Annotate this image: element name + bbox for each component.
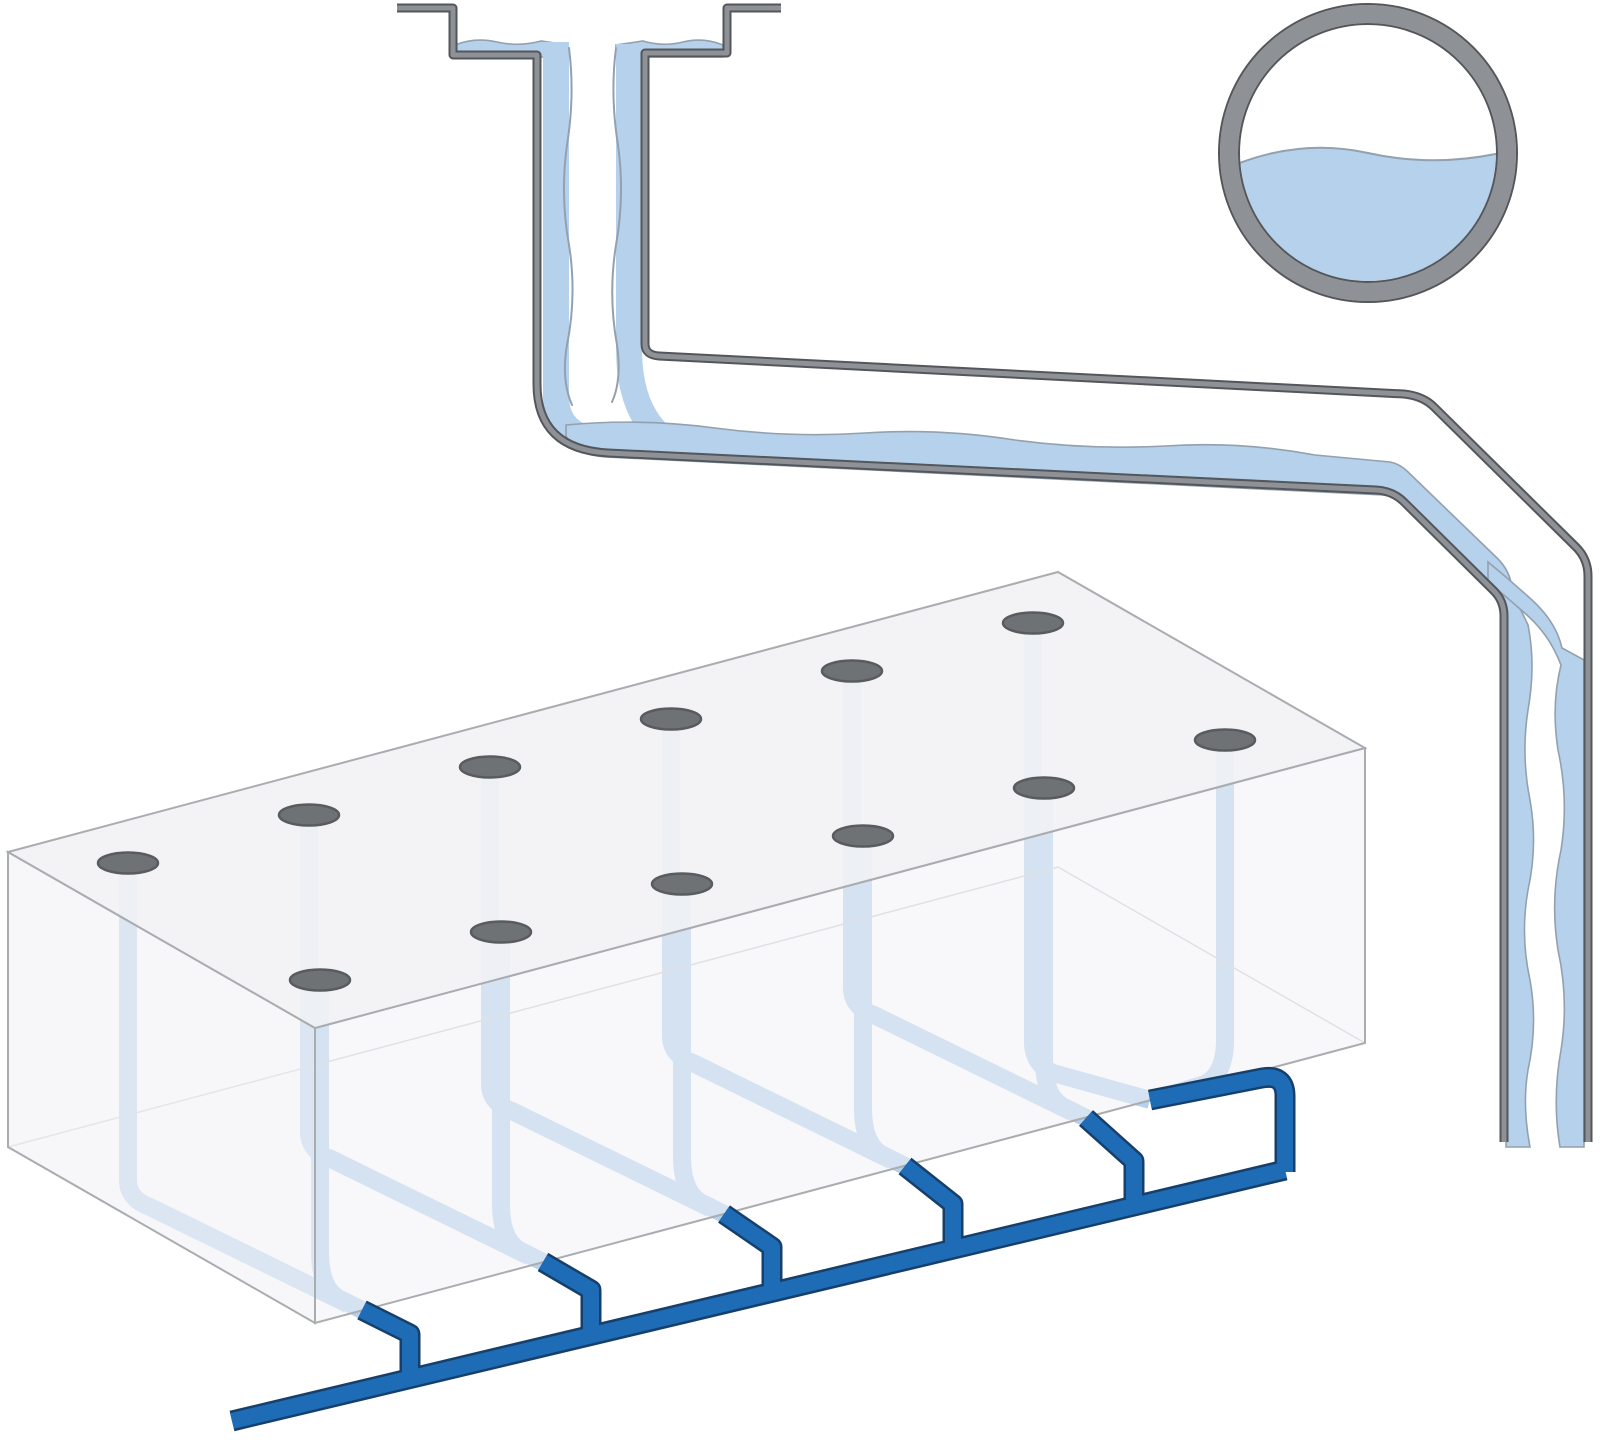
infiltration-tank: [5, 570, 1368, 1325]
collector-tee-5: [1080, 1112, 1142, 1210]
cross-section-water-surface: [1240, 146, 1496, 167]
cross-section-outer-edge: [1218, 3, 1518, 303]
cross-section-pipe-wall: [1220, 5, 1516, 301]
stream-edge-right: [611, 47, 623, 403]
right-gutter-and-crown-wall: [640, 3, 1593, 1142]
drop-pipe-right-film: [1487, 560, 1585, 1148]
conveyance-water: [454, 39, 1585, 1148]
manifold-pipes: [230, 1069, 1293, 1429]
pipe-walls: [397, 3, 1593, 1142]
cross-section-water: [1240, 147, 1496, 281]
well-cap: [639, 707, 703, 731]
collector-tee-3: [719, 1207, 780, 1296]
well-cap: [277, 803, 341, 827]
well-caps: [96, 611, 1257, 992]
stream-edge-left: [562, 47, 574, 406]
collector-manifold: [229, 1066, 1296, 1432]
pipe-cross-section: [1218, 3, 1518, 303]
collector-tee-2: [538, 1255, 599, 1339]
cross-section-inner-edge: [1238, 23, 1498, 283]
well-cap: [650, 872, 714, 896]
well-cap: [831, 824, 895, 848]
well-cap: [96, 851, 160, 875]
well-cap: [458, 755, 522, 779]
well-cap: [820, 659, 884, 683]
well-cap: [469, 920, 533, 944]
well-cap: [1012, 776, 1076, 800]
tank-top-face: [5, 570, 1368, 1030]
left-gutter-and-invert-wall: [397, 3, 1509, 1142]
well-cap: [1193, 728, 1257, 752]
collector-tee-4: [900, 1159, 961, 1253]
collector-terminal-riser: [1148, 1069, 1293, 1172]
pipe-flow-water: [565, 421, 1535, 1148]
collector-tee-1: [358, 1302, 418, 1383]
well-cap: [1001, 611, 1065, 635]
well-cap: [288, 968, 352, 992]
